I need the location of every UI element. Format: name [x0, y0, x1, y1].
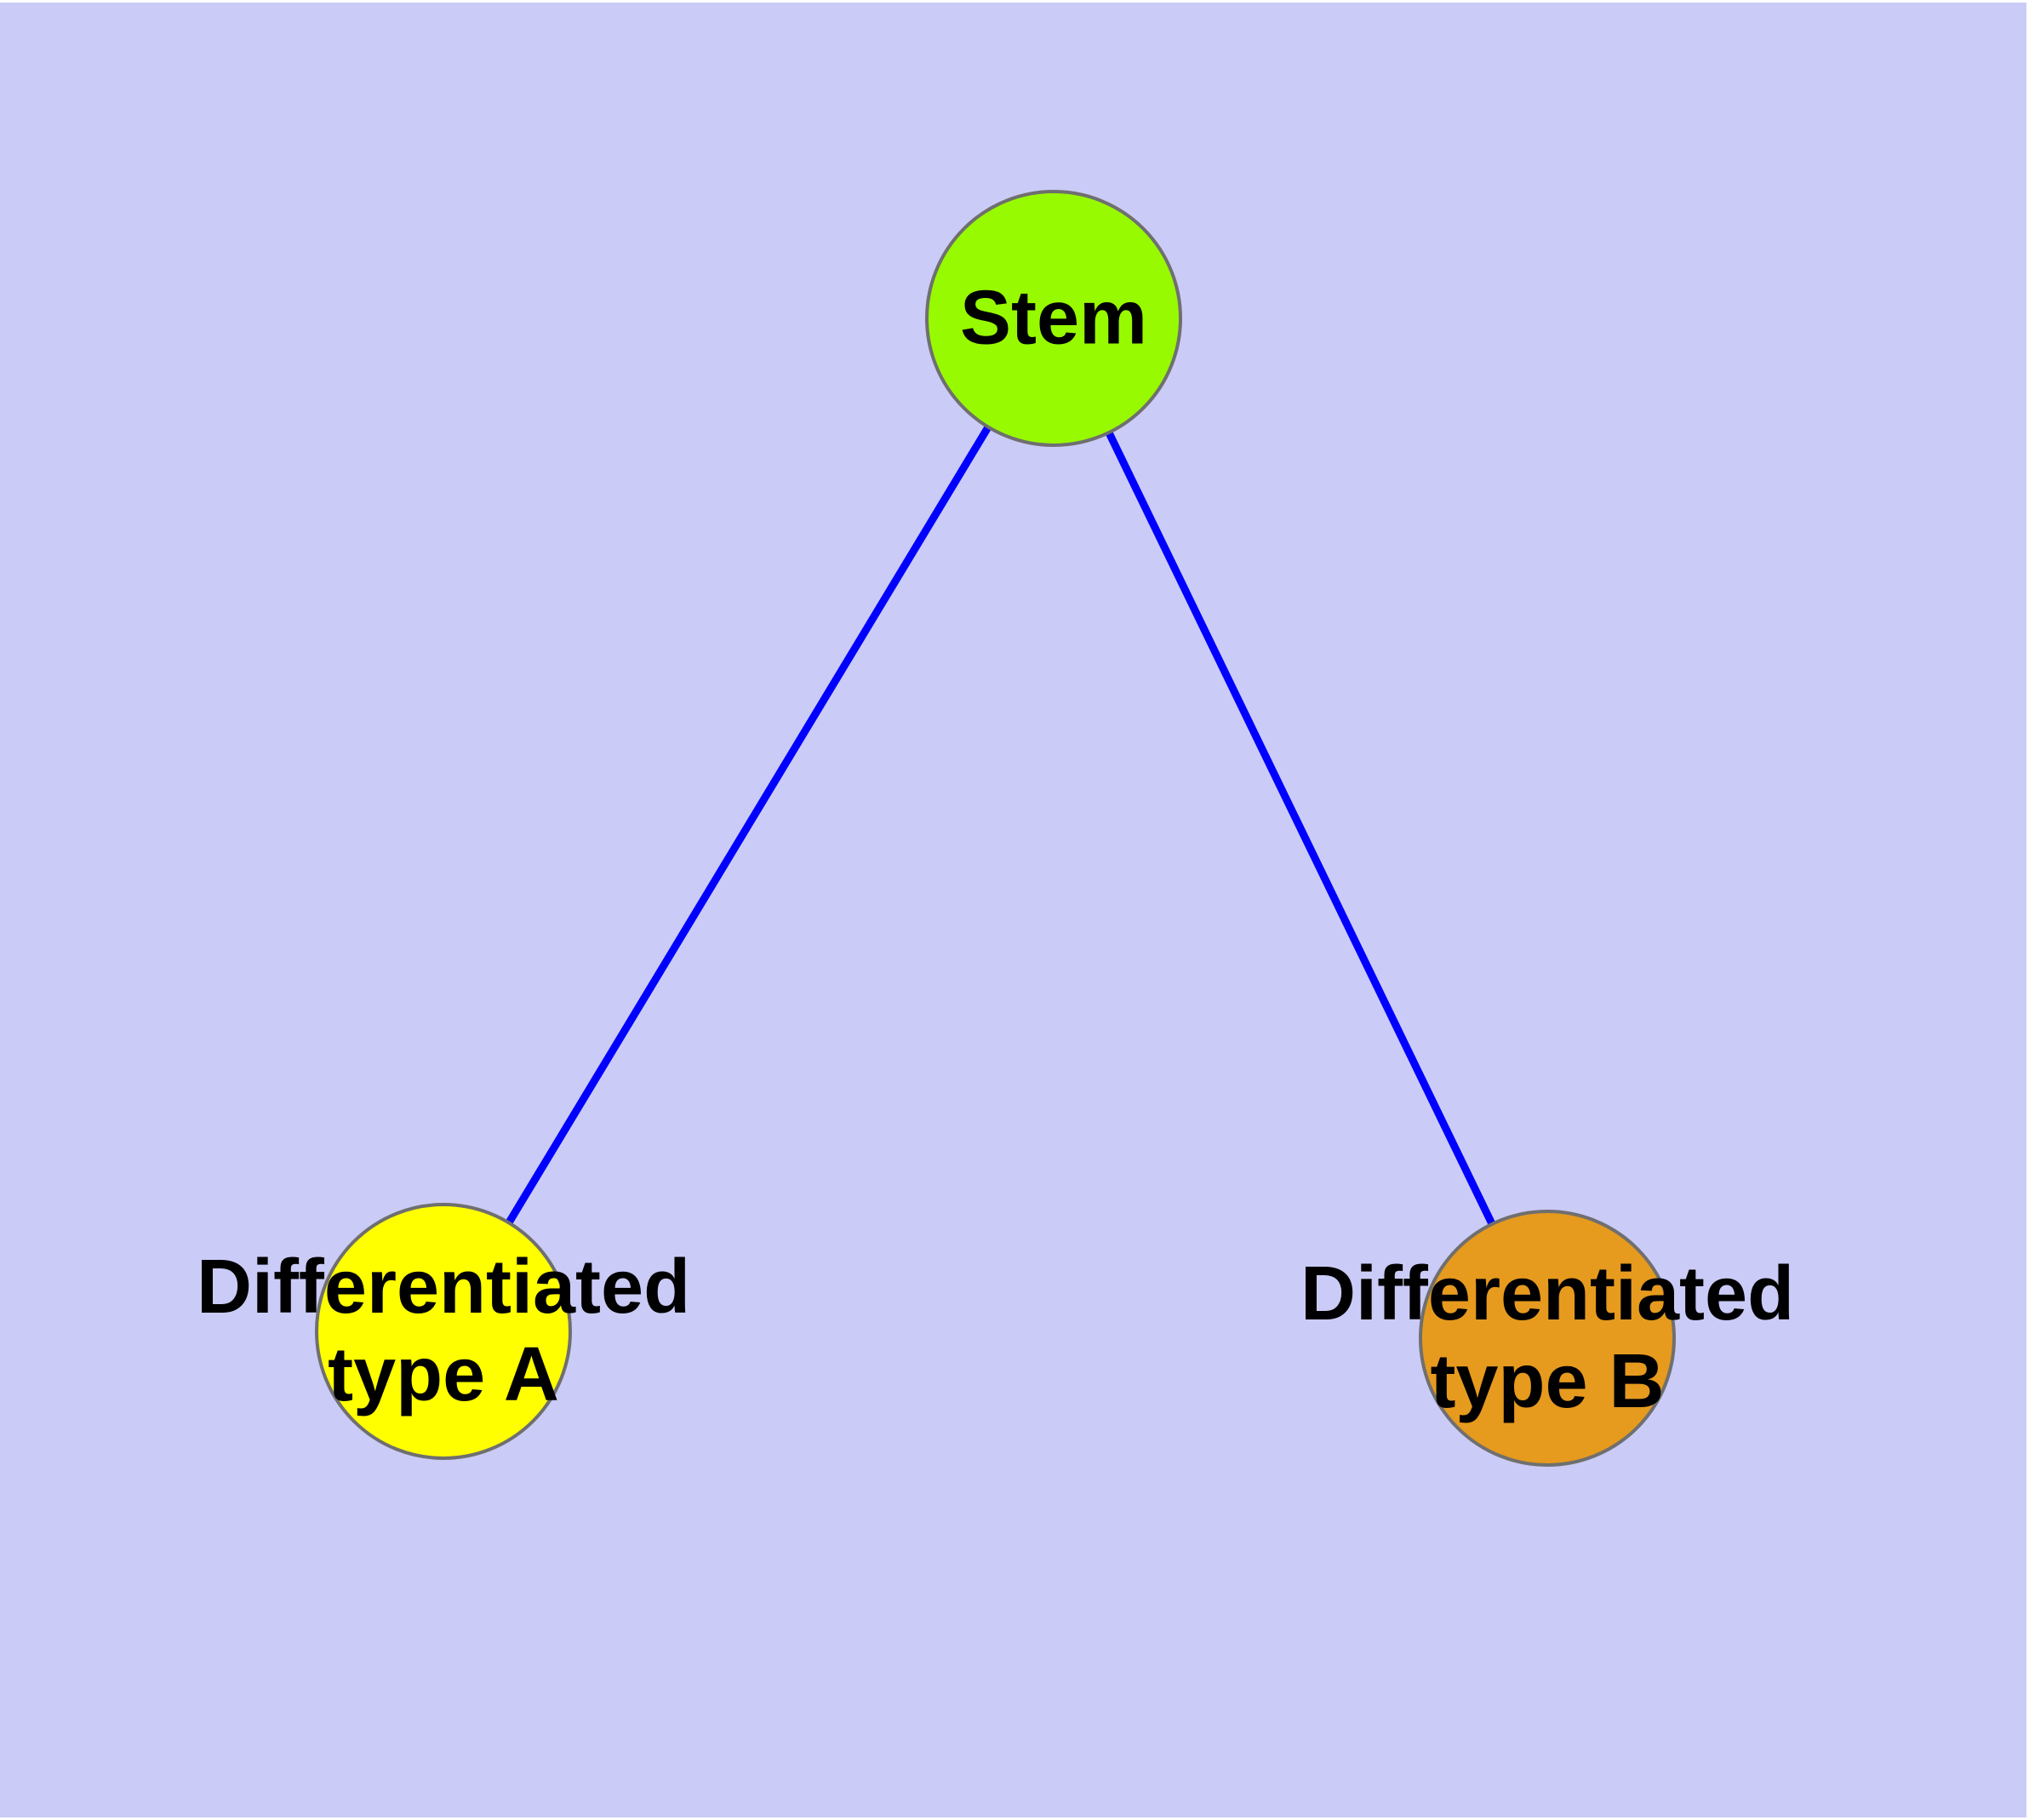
screenshot-edge-top	[0, 0, 2029, 3]
node-differentiated-type-b[interactable]: Differentiated type B	[1300, 1210, 1794, 1467]
node-stem[interactable]: Stem	[925, 190, 1182, 447]
node-differentiated-type-b-label-line2: type B	[1430, 1339, 1665, 1424]
node-stem-label: Stem	[960, 275, 1147, 363]
screenshot-edge-bottom	[0, 1817, 2029, 1820]
node-stem-label-text: Stem	[959, 275, 1148, 361]
node-differentiated-type-a-label-line2: type A	[328, 1332, 559, 1417]
node-differentiated-type-a-label-line1: Differentiated	[196, 1245, 691, 1330]
screenshot-edge-right	[2026, 0, 2029, 1820]
node-differentiated-type-b-label: Differentiated type B	[1300, 1251, 1794, 1426]
node-differentiated-type-a-label: Differentiated type A	[197, 1244, 690, 1419]
node-differentiated-type-a[interactable]: Differentiated type A	[197, 1203, 690, 1460]
edge-stem-to-type-b	[1049, 317, 1552, 1340]
node-differentiated-type-b-label-line1: Differentiated	[1300, 1251, 1795, 1336]
edge-stem-to-type-a	[440, 316, 1057, 1334]
